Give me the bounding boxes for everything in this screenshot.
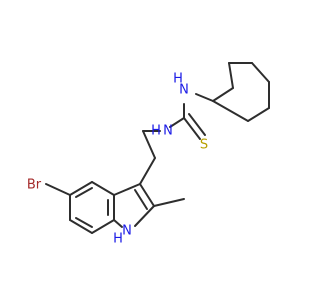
- indole-nitrogen-label: N: [122, 224, 132, 239]
- thiourea-nitrogen-2-label: N: [179, 83, 189, 98]
- bond-c3-c2-double: [134, 189, 148, 210]
- bond-cs-s-1: [183, 117, 201, 140]
- bond-c5-br: [45, 183, 71, 196]
- bond-cy1-cy2: [212, 87, 234, 102]
- bond-nh-cy: [195, 93, 214, 102]
- bond-c4-c5: [69, 181, 93, 196]
- bond-cy6-cy7: [247, 107, 270, 122]
- thiourea-hydrogen-1-label: H: [151, 124, 161, 139]
- bond-c6-c7-double: [75, 217, 93, 228]
- bond-ch2a-ch2b: [142, 130, 156, 159]
- bond-c4-c5-double: [75, 187, 93, 198]
- bond-c3a-c4: [91, 181, 115, 196]
- molecule-structure: Br N H N H N H S: [27, 62, 270, 247]
- bond-c3-c2: [139, 183, 155, 207]
- bond-c3-ch2a: [139, 157, 156, 185]
- indole-hydrogen-label: H: [113, 232, 123, 247]
- bond-cs-s-2: [188, 113, 206, 136]
- bond-c7-c7a: [91, 219, 115, 234]
- thiourea-hydrogen-2-label: H: [173, 72, 183, 87]
- bond-c2-n1: [134, 205, 155, 227]
- sulfur-label: S: [200, 138, 208, 153]
- bond-cy4-cy5: [251, 62, 270, 83]
- bond-cy7-cy1: [212, 100, 249, 122]
- bond-n1-c7a: [113, 219, 123, 228]
- bond-c3a-c3: [113, 183, 141, 196]
- bromine-label: Br: [27, 178, 42, 193]
- molecule-canvas: Br N H N H N H S: [26, 62, 270, 247]
- thiourea-nitrogen-1-label: N: [163, 124, 173, 139]
- bond-n-cs: [169, 117, 185, 128]
- bond-c2-methyl: [153, 198, 185, 207]
- bond-c6-c7: [69, 219, 93, 234]
- bond-cy2-cy3: [228, 62, 234, 89]
